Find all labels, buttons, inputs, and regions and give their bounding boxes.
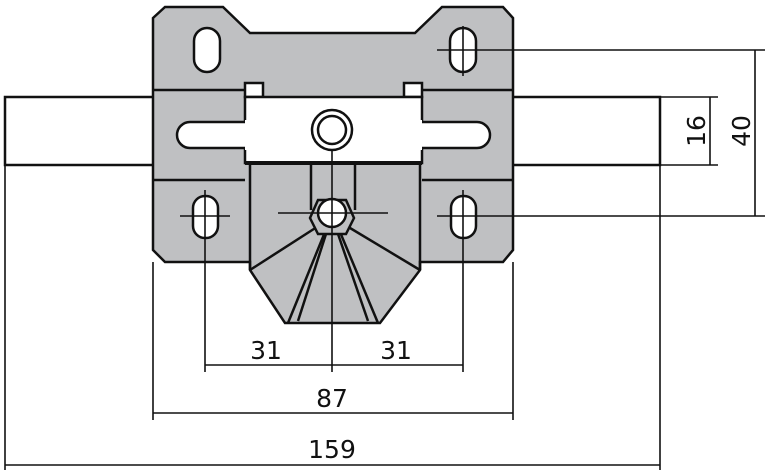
dim-plate-width: 87 (316, 384, 348, 413)
dim-hole-left: 31 (250, 336, 282, 365)
tab-right (402, 81, 424, 99)
hole-top-left (192, 26, 222, 74)
tab-left (243, 81, 265, 99)
dim-bar-height: 16 (682, 115, 711, 147)
dim-hole-vertical: 40 (727, 115, 756, 147)
dimension-lines (4, 26, 765, 470)
dim-overall-width: 159 (308, 435, 356, 464)
dim-hole-right: 31 (380, 336, 412, 365)
